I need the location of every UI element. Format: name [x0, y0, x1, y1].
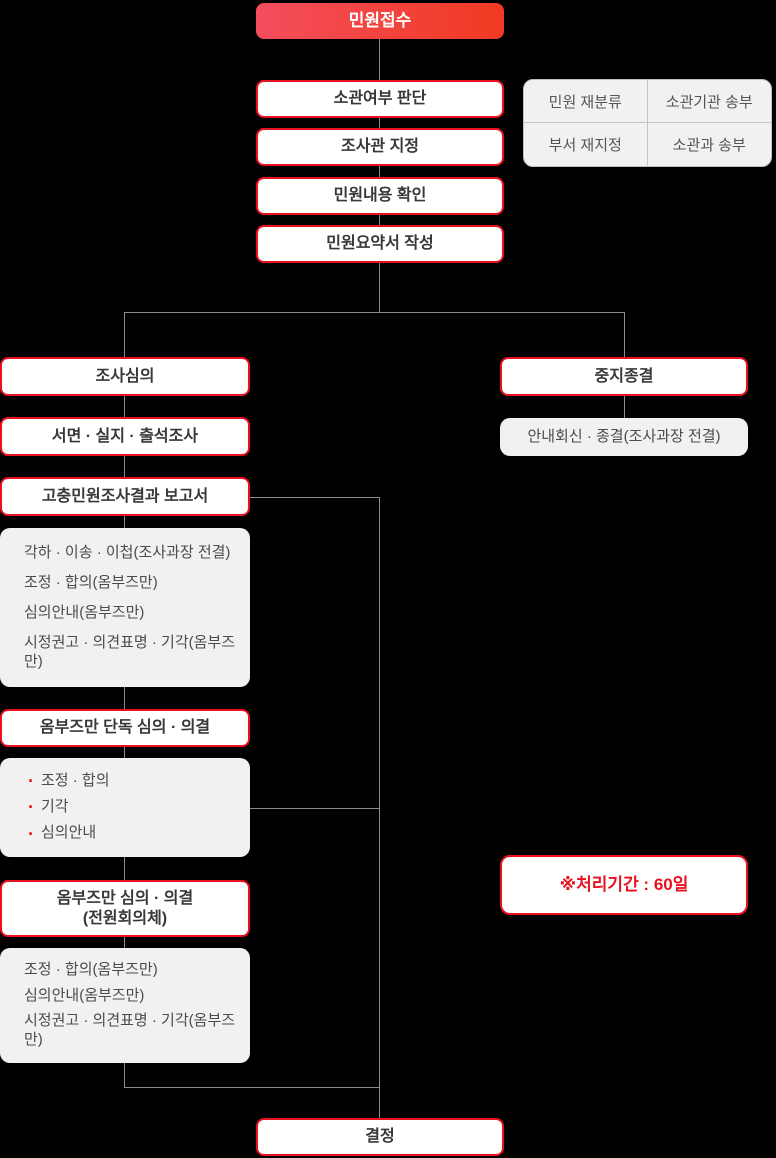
single-outcome-label: 조정 · 합의 [41, 771, 110, 789]
node-suspension-closure: 중지종결 [500, 357, 748, 396]
bullet-dot-icon: · [28, 771, 34, 792]
ombudsman-full-line1: 옴부즈만 심의 · 의결 [56, 889, 194, 907]
single-outcome-item: · 조정 · 합의 [28, 772, 110, 791]
single-outcome-item: · 기각 [28, 798, 69, 817]
single-outcomes-panel: · 조정 · 합의 · 기각 · 심의안내 [0, 758, 250, 857]
processing-period-note: ※처리기간 : 60일 [500, 855, 748, 915]
node-written-field-attendance-investigation: 서면 · 실지 · 출석조사 [0, 417, 250, 456]
bullet-dot-icon: · [28, 797, 34, 818]
full-outcome-item: 심의안내(옴부즈만) [24, 986, 145, 1004]
report-outcome-item: 시정권고 · 의견표명 · 기각(옴부즈만) [24, 633, 236, 670]
single-outcome-item: · 심의안내 [28, 824, 96, 843]
node-investigation-review: 조사심의 [0, 357, 250, 396]
connector-line [250, 497, 380, 498]
bullet-dot-icon: · [28, 823, 34, 844]
node-ombudsman-full-deliberation: 옴부즈만 심의 · 의결 (전원회의체) [0, 880, 250, 937]
routing-table-cell: 소관기관 송부 [647, 80, 771, 123]
suspension-closure-note: 안내회신 · 종결(조사과장 전결) [500, 418, 748, 456]
step-complaint-summary-write: 민원요약서 작성 [256, 225, 504, 263]
report-outcome-item: 조정 · 합의(옴부즈만) [24, 573, 158, 591]
full-outcome-item: 조정 · 합의(옴부즈만) [24, 961, 158, 979]
single-outcome-label: 심의안내 [41, 824, 97, 842]
report-outcome-item: 각하 · 이송 · 이첩(조사과장 전결) [24, 543, 231, 561]
connector-line [124, 312, 125, 357]
routing-table: 민원 재분류 소관기관 송부 부서 재지정 소관과 송부 [523, 79, 772, 167]
step-investigator-assignment: 조사관 지정 [256, 128, 504, 166]
start-node-complaint-reception: 민원접수 [256, 3, 504, 39]
routing-table-cell: 부서 재지정 [524, 123, 648, 166]
step-complaint-content-check: 민원내용 확인 [256, 177, 504, 215]
node-ombudsman-single-deliberation: 옴부즈만 단독 심의 · 의결 [0, 709, 250, 747]
report-outcomes-panel: 각하 · 이송 · 이첩(조사과장 전결) 조정 · 합의(옴부즈만) 심의안내… [0, 528, 250, 687]
connector-line [124, 1087, 380, 1088]
connector-line [124, 312, 625, 313]
full-outcomes-panel: 조정 · 합의(옴부즈만) 심의안내(옴부즈만) 시정권고 · 의견표명 · 기… [0, 948, 250, 1063]
single-outcome-label: 기각 [41, 798, 69, 816]
routing-table-cell: 소관과 송부 [672, 137, 746, 154]
node-grievance-investigation-report: 고충민원조사결과 보고서 [0, 477, 250, 516]
end-node-decision: 결정 [256, 1118, 504, 1156]
full-outcome-item: 시정권고 · 의견표명 · 기각(옴부즈만) [24, 1012, 236, 1048]
report-outcome-item: 심의안내(옴부즈만) [24, 603, 145, 621]
connector-line [379, 497, 380, 1118]
connector-line [379, 39, 380, 312]
step-jurisdiction-judgment: 소관여부 판단 [256, 80, 504, 118]
routing-table-cell: 민원 재분류 [524, 80, 648, 123]
connector-line [250, 808, 380, 809]
ombudsman-full-line2: (전원회의체) [82, 909, 168, 927]
